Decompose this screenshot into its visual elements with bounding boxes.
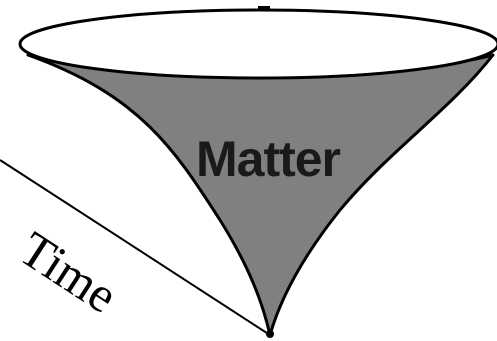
- matter-label: Matter: [196, 131, 341, 187]
- time-label: Time: [10, 220, 128, 323]
- rim-top-mark: [258, 6, 270, 11]
- funnel-rim: [20, 10, 497, 78]
